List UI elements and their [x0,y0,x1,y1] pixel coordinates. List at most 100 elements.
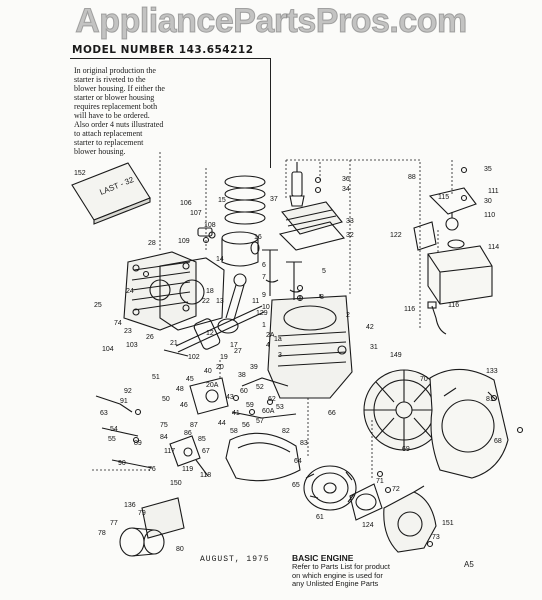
watermark: AppliancePartsPros.com [75,2,468,41]
callout-31: 31 [370,344,378,351]
callout-8: 8 [320,294,324,301]
page-code: A5 [464,560,474,569]
callout-115: 115 [438,194,450,201]
callout-63: 63 [100,410,108,417]
callout-82: 82 [282,428,290,435]
callout-41: 41 [232,410,240,417]
callout-1a: 1a [274,336,282,343]
callout-152: 152 [74,170,86,177]
callout-75: 75 [160,422,168,429]
callout-18: 18 [206,288,214,295]
callout-70: 70 [420,376,428,383]
callout-40: 40 [204,368,212,375]
callout-116: 116 [448,302,460,309]
blower-housing [429,368,509,479]
callout-62: 62 [268,396,276,403]
callout-83: 83 [300,440,308,447]
callout-12: 12 [206,330,214,337]
callout-91: 91 [120,398,128,405]
callout-33: 33 [346,218,354,225]
note-border-top [70,58,270,59]
callout-19: 19 [220,354,228,361]
callout-9: 9 [262,292,266,299]
callout-80: 80 [176,546,184,553]
callout-81: 81 [486,396,494,403]
bearing-plate [119,497,185,557]
callout-46: 46 [180,402,188,409]
callout-77: 77 [110,520,118,527]
callout-55: 55 [108,436,116,443]
crankshaft [175,305,265,353]
governor [169,435,209,477]
callout-66: 66 [328,410,336,417]
callout-6: 6 [262,262,266,269]
callout-43: 43 [226,394,234,401]
callout-51: 51 [152,374,160,381]
callout-15: 15 [218,197,226,204]
tank-bracket [428,187,477,231]
starter-cup [349,483,383,521]
callout-56: 56 [242,422,250,429]
callout-2: 2 [346,312,350,319]
callout-133: 133 [486,368,498,375]
production-note: In original production the starter is ri… [74,66,165,156]
callout-60: 60 [240,388,248,395]
tank-plate [413,221,437,251]
callout-88: 88 [408,174,416,181]
callout-129: 129 [256,310,268,317]
callout-150: 150 [170,480,182,487]
callout-124: 124 [362,522,374,529]
rewind-starter [383,485,437,553]
callout-86: 86 [184,430,192,437]
callout-136: 136 [124,502,136,509]
callout-13: 13 [216,298,224,305]
section-note: Refer to Parts List for product on which… [292,562,390,588]
callout-117: 117 [164,448,176,455]
callout-65: 65 [292,482,300,489]
callout-108: 108 [204,222,216,229]
fasteners [132,166,524,548]
callout-90: 90 [118,460,126,467]
breather [337,345,347,355]
callout-24: 24 [126,288,134,295]
callout-34: 34 [342,186,350,193]
piston [221,231,260,267]
callout-16: 16 [254,234,262,241]
callout-45: 45 [186,376,194,383]
callout-38: 38 [238,372,246,379]
callout-67: 67 [202,448,210,455]
wrist-pin [197,227,216,239]
callout-21: 21 [170,340,178,347]
callout-37: 37 [270,196,278,203]
callout-109: 109 [178,238,190,245]
callout-2a: 2A [266,332,275,339]
fuel-line [427,301,447,335]
callout-48: 48 [176,386,184,393]
carburetor [189,377,229,415]
callout-74: 74 [114,320,122,327]
callout-20a: 20A [206,382,219,389]
callout-114: 114 [488,244,500,251]
callout-73: 73 [432,534,440,541]
air-baffle [225,432,301,482]
callout-35: 35 [484,166,492,173]
callout-69: 69 [402,446,410,453]
cylinder-cover [278,201,346,251]
callout-116b: 116 [404,306,416,313]
callout-84: 84 [160,434,168,441]
callout-72: 72 [392,486,400,493]
callout-44: 44 [218,420,226,427]
callout-149: 149 [390,352,402,359]
callout-87: 87 [190,422,198,429]
callout-78: 78 [98,530,106,537]
callout-5: 5 [322,268,326,275]
callout-118: 118 [200,472,212,479]
callout-50: 50 [162,396,170,403]
callout-26: 26 [146,334,154,341]
callout-107: 107 [190,210,202,217]
callout-79: 79 [138,510,146,517]
callout-76: 76 [148,466,156,473]
callout-64: 64 [294,458,302,465]
callout-71: 71 [376,478,384,485]
